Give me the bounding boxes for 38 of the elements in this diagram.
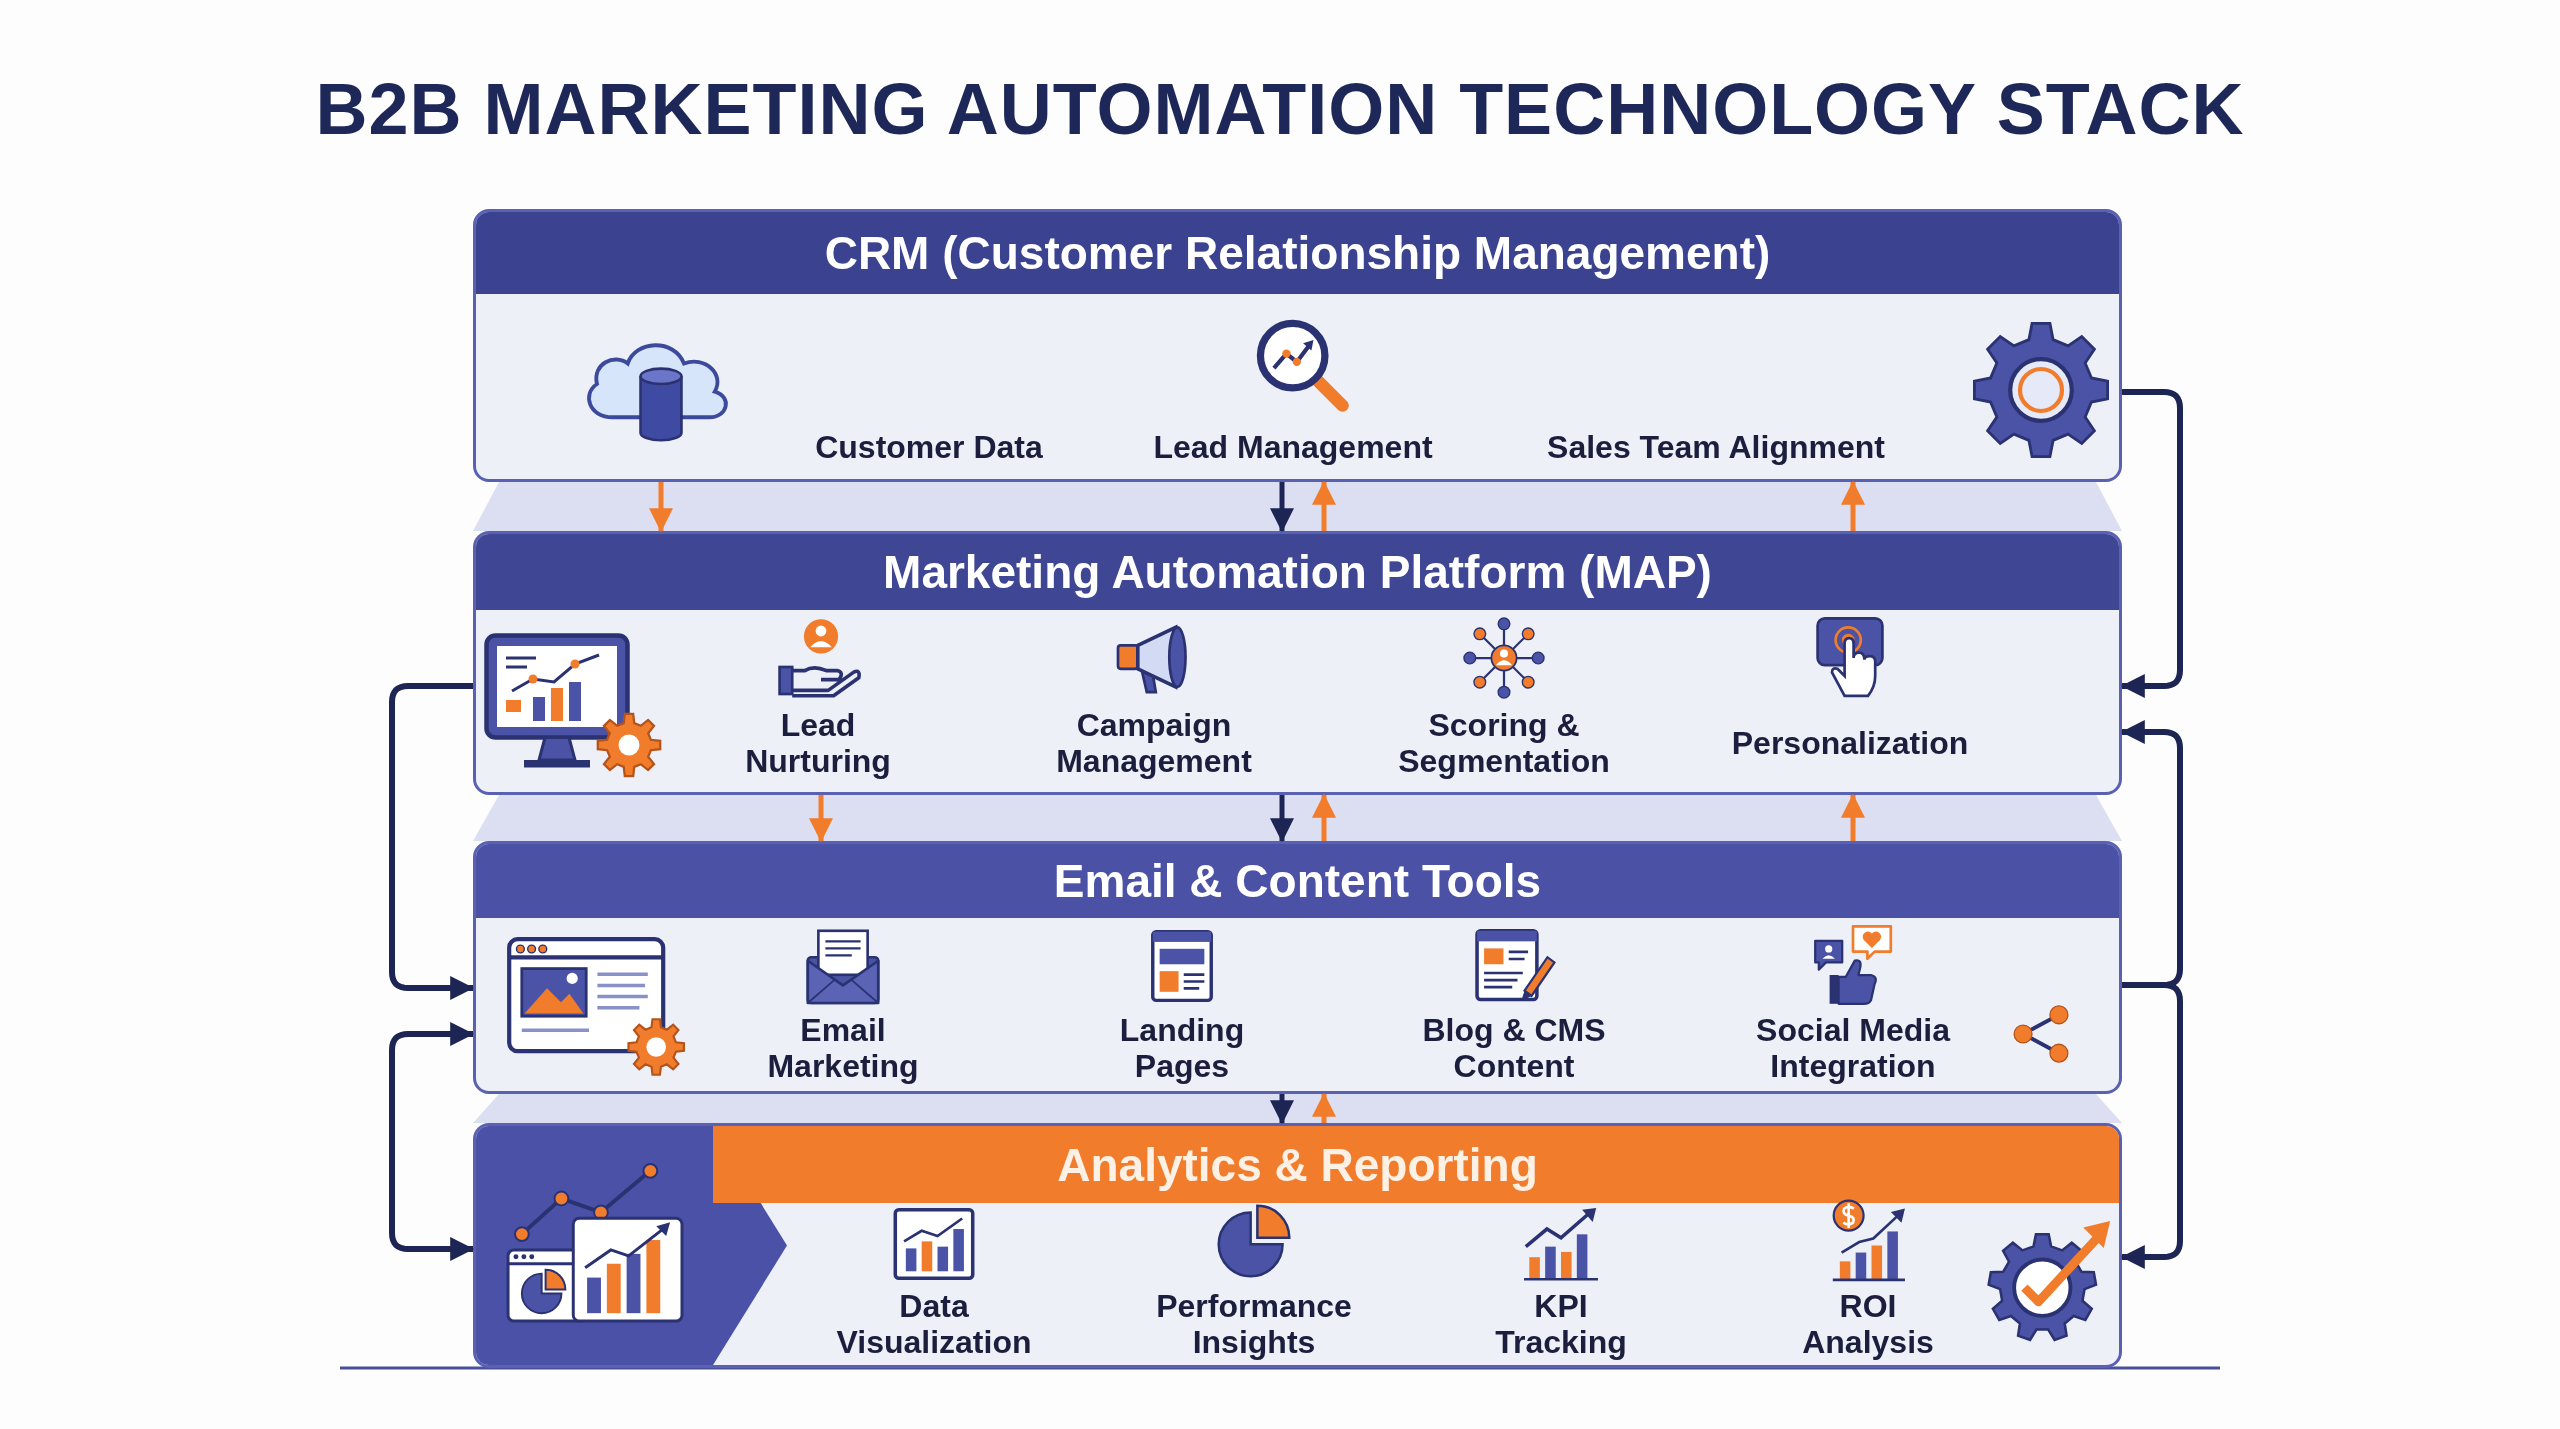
feature-label: Email Marketing xyxy=(767,1012,919,1084)
diagram-title: B2B MARKETING AUTOMATION TECHNOLOGY STACK xyxy=(315,70,2245,150)
feature-label: Personalization xyxy=(1731,725,1969,761)
connector-arrow xyxy=(389,1022,475,1261)
connector-arrow xyxy=(1312,480,1336,531)
feature-label: Social Media Integration xyxy=(1756,1012,1950,1084)
feature-label: Customer Data xyxy=(815,429,1043,465)
feature-label: Lead Nurturing xyxy=(745,707,891,779)
connector-arrow xyxy=(2120,982,2183,1269)
connector-arrow xyxy=(1312,793,1336,841)
feature-label: Landing Pages xyxy=(1119,1012,1245,1084)
feature-label: ROI Analysis xyxy=(1802,1288,1934,1360)
connector-arrow xyxy=(1841,793,1865,841)
connector-arrow xyxy=(1270,1094,1294,1125)
layer-panel xyxy=(473,1123,2122,1368)
feature-label: Data Visualization xyxy=(836,1288,1032,1360)
connector-arrow xyxy=(809,795,833,843)
layer-panel xyxy=(473,209,2122,482)
layer-header: CRM (Customer Relationship Management) xyxy=(476,212,2119,294)
feature-label: Sales Team Alignment xyxy=(1547,429,1885,465)
layer-header: Email & Content Tools xyxy=(476,844,2119,918)
feature-label: KPI Tracking xyxy=(1495,1288,1627,1360)
layer-panel xyxy=(473,531,2122,795)
connector-arrow xyxy=(2120,720,2183,988)
layer-panel xyxy=(473,841,2122,1094)
feature-label: Blog & CMS Content xyxy=(1422,1012,1606,1084)
feature-label: Performance Insights xyxy=(1156,1288,1352,1360)
feature-label: Scoring & Segmentation xyxy=(1398,707,1610,779)
connector-arrow xyxy=(1270,482,1294,533)
connector-arrow xyxy=(1270,795,1294,843)
connector-arrow xyxy=(389,683,475,1000)
connector-arrow xyxy=(1312,1092,1336,1123)
feature-label: Campaign Management xyxy=(1056,707,1252,779)
feature-label: Lead Management xyxy=(1153,429,1433,465)
connector-arrow xyxy=(1841,480,1865,531)
connector-arrow xyxy=(649,482,673,533)
layer-header: Marketing Automation Platform (MAP) xyxy=(476,534,2119,610)
layer-header: Analytics & Reporting xyxy=(713,1126,2119,1203)
